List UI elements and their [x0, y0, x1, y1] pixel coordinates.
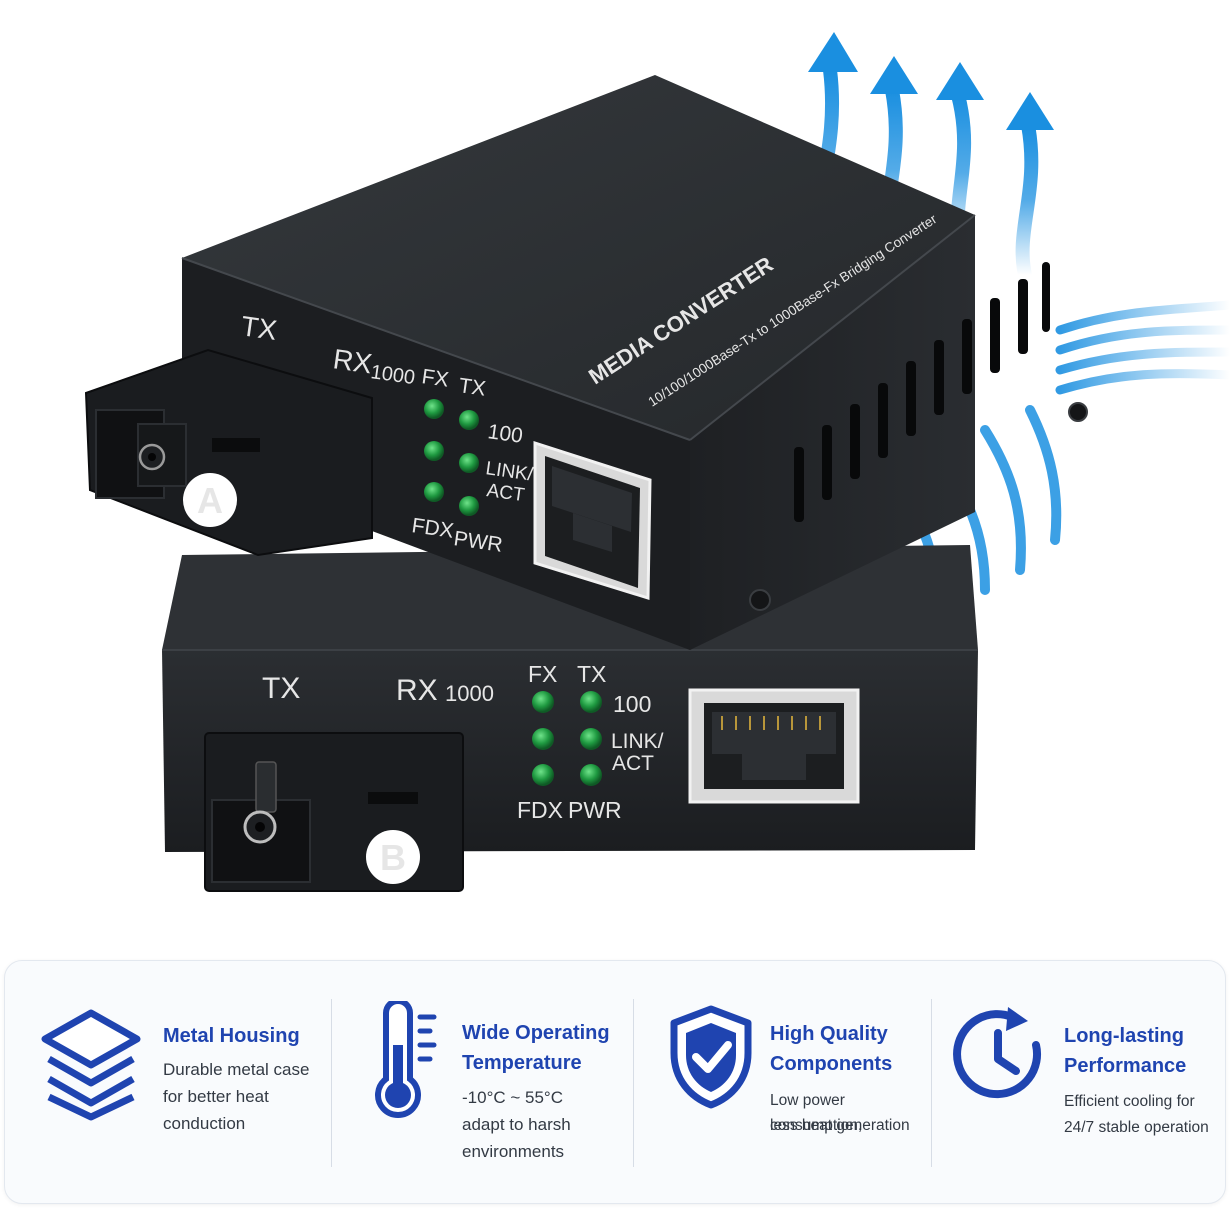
badge-b-letter: B	[380, 837, 406, 878]
layers-icon	[41, 1009, 141, 1121]
led-b-fdx	[532, 764, 554, 786]
product-scene: B TX RX 1000 FX TX 100 LINK/ ACT FDX PWR	[84, 32, 1230, 892]
feature-metal-housing: Metal Housing Durable metal case for bet…	[5, 961, 331, 1203]
feature-1-desc-line-1: Durable metal case	[163, 1060, 310, 1079]
thermometer-icon	[375, 1001, 437, 1118]
fiber-port-b[interactable]	[204, 732, 464, 892]
feature-divider	[931, 999, 932, 1167]
led-a-fdx	[424, 482, 444, 502]
shield-check-icon	[670, 1005, 752, 1109]
port-b-rx-label: RX	[396, 674, 438, 707]
led-b-fx-100	[532, 691, 554, 713]
led-b-fdx-label: FDX	[517, 797, 563, 823]
rj45-port-b[interactable]	[688, 688, 860, 804]
feature-divider	[331, 999, 332, 1167]
led-b-tx-100	[580, 691, 602, 713]
feature-2-title-line-2: Temperature	[462, 1052, 582, 1074]
badge-a: A	[183, 473, 237, 527]
led-b-link-label: LINK/	[611, 730, 664, 753]
feature-4-title-line-2: Performance	[1064, 1055, 1187, 1077]
led-a-tx-100	[459, 410, 479, 430]
screw-a-right	[1068, 402, 1088, 422]
led-a-fx-link	[424, 441, 444, 461]
feature-1-title: Metal Housing	[163, 1025, 300, 1047]
screw-a-front	[749, 589, 771, 611]
feature-4-title-line-1: Long-lasting	[1064, 1025, 1184, 1047]
feature-3-title-line-1: High Quality	[770, 1023, 888, 1045]
feature-2-desc-line-2: adapt to harsh	[462, 1115, 571, 1134]
badge-b: B	[366, 830, 420, 884]
feature-3-title-line-2: Components	[770, 1053, 893, 1075]
feature-operating-temperature: Wide Operating Temperature -10°C ~ 55°C …	[332, 961, 632, 1203]
rj45-port-a[interactable]	[533, 440, 652, 601]
feature-panel: Metal Housing Durable metal case for bet…	[4, 960, 1226, 1204]
device-a-right-side	[690, 215, 975, 650]
feature-2-desc-line-1: -10°C ~ 55°C	[462, 1088, 564, 1107]
feature-3-desc-line-1: Low power consumption,	[770, 1092, 863, 1134]
feature-4-desc-line-1: Efficient cooling for	[1064, 1093, 1195, 1110]
badge-a-letter: A	[197, 480, 223, 521]
airflow-arrows-side	[1055, 300, 1230, 395]
port-b-tx-label: TX	[262, 672, 300, 705]
fiber-port-a[interactable]	[84, 348, 373, 557]
feature-2-desc-line-3: environments	[462, 1142, 565, 1161]
led-b-act-label: ACT	[612, 752, 654, 775]
feature-1-desc-line-3: conduction	[163, 1114, 246, 1133]
led-a-fx-label: FX	[420, 365, 450, 392]
port-b-speed-label: 1000	[445, 681, 494, 706]
feature-4-desc-line-2: 24/7 stable operation	[1064, 1119, 1209, 1136]
led-a-pwr	[459, 496, 479, 516]
feature-long-lasting: Long-lasting Performance Efficient cooli…	[932, 961, 1226, 1203]
arrowheads	[808, 32, 1054, 130]
led-a-tx-label: TX	[457, 374, 487, 401]
device-a-top	[182, 75, 975, 440]
led-b-fx-label: FX	[528, 661, 557, 687]
led-array-b	[532, 691, 602, 786]
port-a-tx-label: TX	[239, 310, 279, 346]
device-b: B TX RX 1000 FX TX 100 LINK/ ACT FDX PWR	[162, 545, 978, 892]
feature-2-title-line-1: Wide Operating	[462, 1022, 610, 1044]
led-b-pwr-label: PWR	[568, 797, 622, 823]
device-a: MEDIA CONVERTER 10/100/1000Base-Tx to 10…	[84, 75, 1088, 650]
led-a-tx-link	[459, 453, 479, 473]
led-b-pwr	[580, 764, 602, 786]
port-a-rx-label: RX	[331, 343, 374, 379]
led-b-tx-link	[580, 728, 602, 750]
led-b-tx-label: TX	[577, 661, 606, 687]
feature-quality-components: High Quality Components Low power consum…	[634, 961, 930, 1203]
feature-1-desc-line-2: for better heat	[163, 1087, 269, 1106]
led-a-fx-100	[424, 399, 444, 419]
clock-refresh-icon	[953, 1007, 1042, 1099]
led-b-100-label: 100	[613, 691, 651, 717]
led-a-100-label: 100	[486, 420, 524, 448]
vent-slots	[794, 262, 1050, 522]
led-array-a	[424, 399, 479, 516]
feature-divider	[633, 999, 634, 1167]
feature-3-desc-line-2: less heat generation	[770, 1117, 910, 1134]
led-b-fx-link	[532, 728, 554, 750]
